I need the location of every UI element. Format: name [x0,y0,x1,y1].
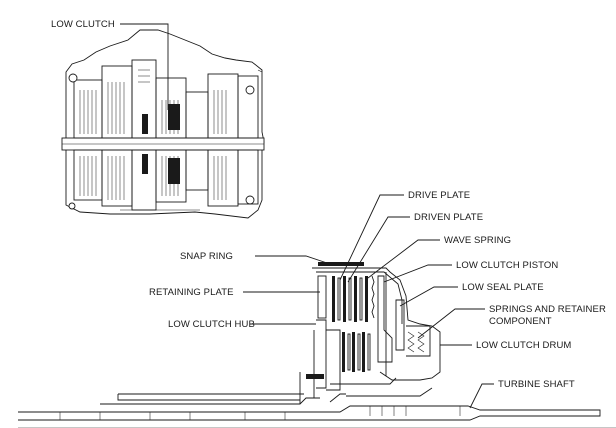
label-low-clutch-hub: LOW CLUTCH HUB [168,319,255,330]
label-low-clutch-overview: LOW CLUTCH [51,19,115,30]
labels: LOW CLUTCH DRIVE PLATE DRIVEN PLATE WAVE… [51,19,606,390]
transmission-overview-drawing [61,29,265,219]
label-low-seal-plate: LOW SEAL PLATE [462,282,544,293]
label-turbine-shaft: TURBINE SHAFT [498,379,575,390]
label-low-clutch-drum: LOW CLUTCH DRUM [476,340,571,351]
leader-lines [120,23,494,409]
label-drive-plate: DRIVE PLATE [408,190,470,201]
low-clutch-section-drawing [18,262,616,428]
label-wave-spring: WAVE SPRING [444,235,511,246]
label-retaining-plate: RETAINING PLATE [149,287,234,298]
label-springs-retainer-line1: SPRINGS AND RETAINER [489,304,606,315]
label-snap-ring: SNAP RING [180,251,233,262]
label-low-clutch-piston: LOW CLUTCH PISTON [456,260,558,271]
label-driven-plate: DRIVEN PLATE [414,212,483,223]
label-springs-retainer-line2: COMPONENT [489,316,552,327]
